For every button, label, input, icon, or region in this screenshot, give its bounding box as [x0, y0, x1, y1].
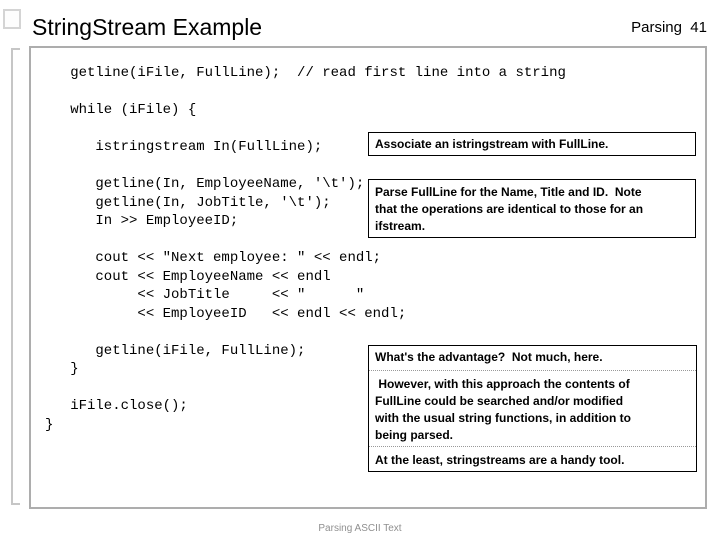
page-number-label: Parsing 41 [631, 19, 707, 36]
left-bracket-decoration [11, 48, 20, 505]
footer-label: Parsing ASCII Text [318, 523, 402, 534]
code-block: getline(iFile, FullLine); // read first … [45, 65, 566, 433]
callout-advantage: What's the advantage? Not much, here. Ho… [368, 345, 697, 472]
callout-istringstream: Associate an istringstream with FullLine… [368, 132, 696, 156]
slide-title: StringStream Example [32, 14, 263, 40]
corner-decoration [3, 9, 21, 29]
callout-parse-fullline: Parse FullLine for the Name, Title and I… [368, 179, 696, 238]
callout-advantage-section-1: What's the advantage? Not much, here. [375, 350, 603, 364]
callout-advantage-section-3: At the least, stringstreams are a handy … [369, 446, 696, 475]
callout-advantage-section-2: However, with this approach the contents… [369, 370, 696, 446]
